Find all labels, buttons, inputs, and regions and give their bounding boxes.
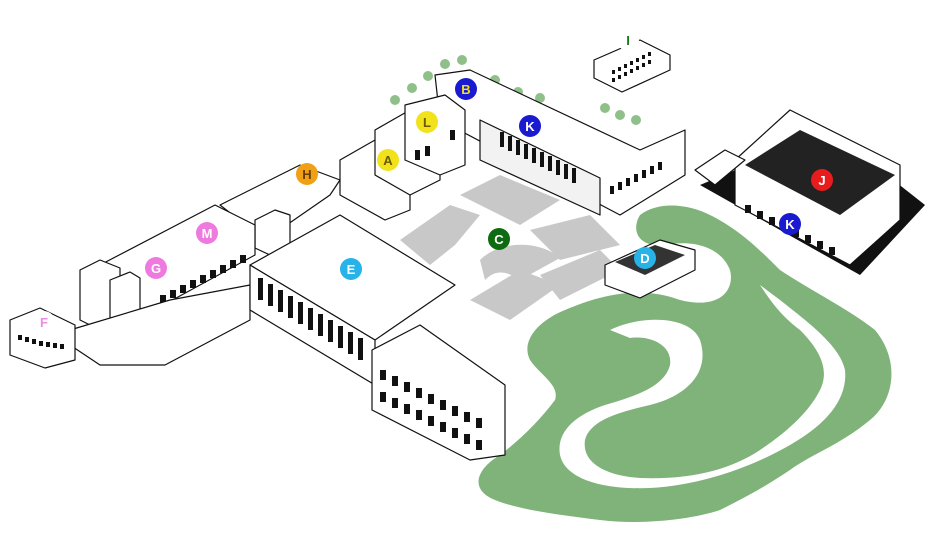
marker-l[interactable]: L: [416, 111, 438, 133]
marker-g[interactable]: G: [145, 257, 167, 279]
marker-d[interactable]: D: [634, 247, 656, 269]
location-markers: A B C D E F G H I J K K L M: [33, 29, 833, 333]
marker-label: K: [785, 217, 795, 232]
building-a-l: [339, 94, 466, 221]
marker-m[interactable]: M: [196, 222, 218, 244]
marker-f[interactable]: F: [33, 311, 55, 333]
marker-label: I: [626, 33, 630, 48]
marker-label: L: [423, 115, 431, 130]
marker-label: A: [383, 153, 393, 168]
marker-a[interactable]: A: [377, 149, 399, 171]
building-b-k: [434, 69, 686, 216]
marker-h[interactable]: H: [296, 163, 318, 185]
marker-label: H: [302, 167, 311, 182]
sports-hall: [694, 109, 925, 275]
marker-label: B: [461, 82, 470, 97]
building-south: [371, 324, 506, 461]
marker-k2[interactable]: K: [779, 213, 801, 235]
marker-label: M: [202, 226, 213, 241]
park-area: [478, 205, 892, 522]
marker-j[interactable]: J: [811, 169, 833, 191]
marker-c[interactable]: C: [488, 228, 510, 250]
marker-label: D: [640, 251, 649, 266]
building-i: [593, 39, 671, 93]
marker-label: E: [347, 262, 356, 277]
marker-label: F: [40, 315, 48, 330]
marker-label: C: [494, 232, 504, 247]
marker-b[interactable]: B: [455, 78, 477, 100]
marker-label: K: [525, 119, 535, 134]
marker-label: J: [818, 173, 825, 188]
central-plaza: [400, 175, 620, 320]
marker-e[interactable]: E: [340, 258, 362, 280]
building-g-m: [69, 204, 256, 366]
marker-i[interactable]: I: [617, 29, 639, 51]
building-f: [9, 307, 76, 369]
marker-k1[interactable]: K: [519, 115, 541, 137]
marker-label: G: [151, 261, 161, 276]
